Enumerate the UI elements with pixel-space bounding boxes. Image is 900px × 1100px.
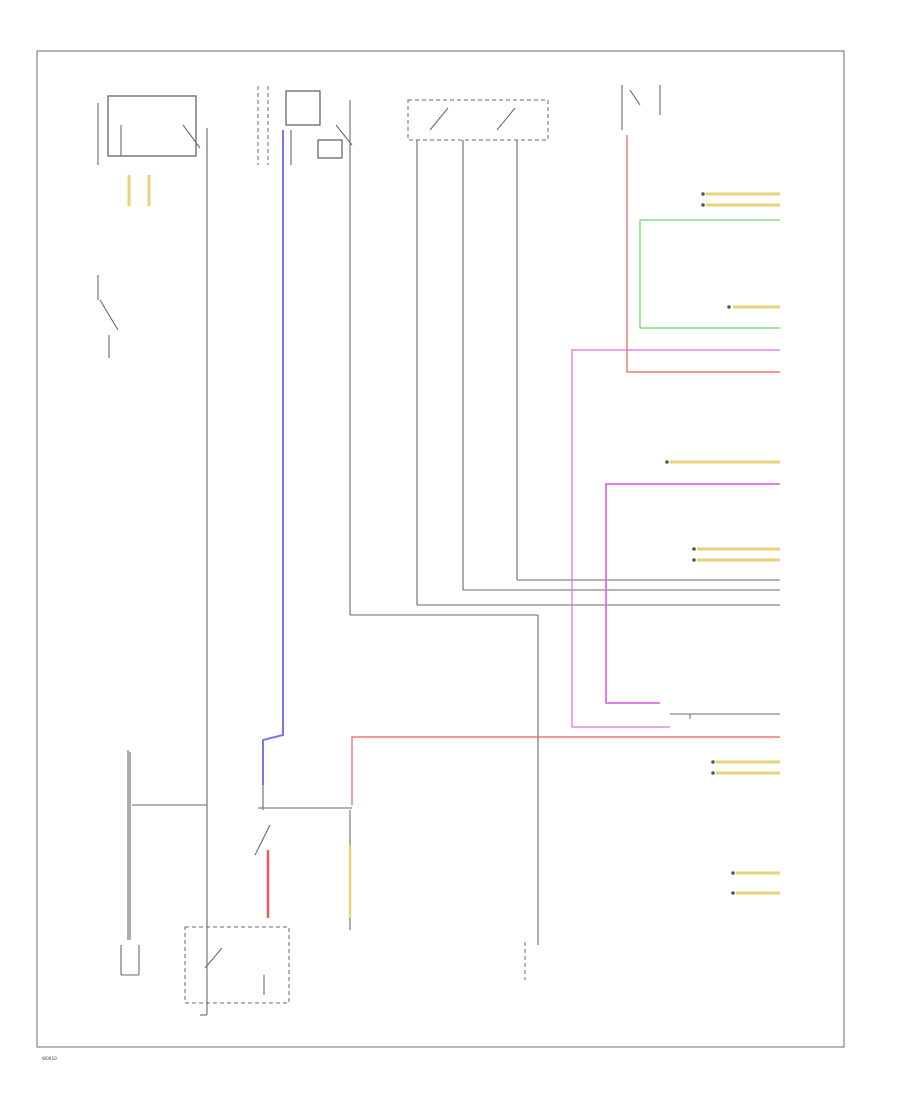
pink-wire-upper — [571, 349, 780, 728]
fuse-block-component — [257, 86, 539, 925]
brake-switch-component — [407, 99, 780, 606]
ignition-switch-component — [184, 785, 352, 1016]
relay-component — [97, 275, 119, 358]
red-wire-upper — [626, 135, 780, 373]
green-wire — [639, 219, 780, 329]
right-fuse-component — [621, 85, 661, 130]
pink-wire-lower — [605, 483, 780, 704]
red-wire-lower — [351, 736, 780, 805]
blue-wire — [262, 130, 284, 785]
battery-ground-component — [120, 750, 207, 976]
diagram-frame — [36, 50, 845, 1048]
page-code: W0010 — [42, 1056, 57, 1061]
connector-dots — [665, 192, 735, 895]
lower-relay-component — [524, 925, 539, 980]
instrument-cluster-component — [97, 95, 208, 1000]
grey-connector-stubs — [670, 713, 780, 719]
connector-pins — [670, 192, 780, 895]
